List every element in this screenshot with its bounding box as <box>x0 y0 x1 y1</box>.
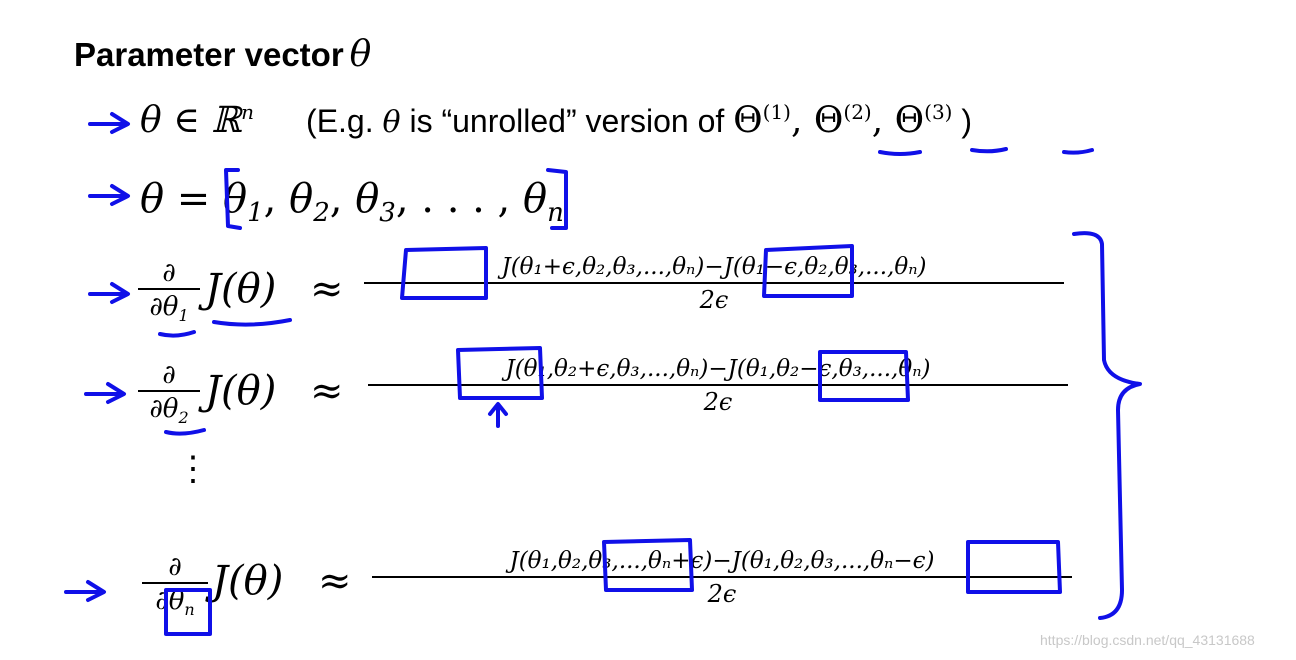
brace-mark <box>1072 231 1142 620</box>
arrow-icon <box>84 382 126 404</box>
rn-exponent: n <box>241 100 255 124</box>
theta-2: θ2 <box>289 176 330 228</box>
cost-function-1: J(θ) <box>205 266 277 312</box>
underline-mark <box>970 147 1008 154</box>
underline-mark <box>212 318 292 327</box>
underline-mark <box>1062 148 1094 155</box>
approx-n: ≈ <box>318 558 352 604</box>
numerator-n: J(θ₁,θ₂,θ₃,...,θₙ+ϵ)−J(θ₁,θ₂,θ₃,...,θₙ−ϵ… <box>509 548 935 574</box>
denominator-n: 2ϵ <box>707 580 737 608</box>
theta-3: θ3 <box>355 176 396 228</box>
approx-2: ≈ <box>310 368 344 414</box>
numerator-1: J(θ₁+ϵ,θ₂,θ₃,...,θₙ)−J(θ₁−ϵ,θ₂,θ₃,...,θₙ… <box>501 254 927 280</box>
underline-mark <box>878 150 922 156</box>
big-theta-2: Θ(2) <box>813 100 872 141</box>
title-text: Parameter vector <box>74 36 344 73</box>
partial-theta-n: ∂ ∂θn <box>142 552 208 627</box>
big-theta-1: Θ(1) <box>733 100 791 141</box>
numerator-2: J(θ₁,θ₂+ϵ,θ₃,...,θₙ)−J(θ₁,θ₂−ϵ,θ₃,...,θₙ… <box>505 356 931 382</box>
watermark: https://blog.csdn.net/qq_43131688 <box>1040 632 1255 648</box>
cost-function-n: J(θ) <box>212 558 284 604</box>
theta-equals: θ = <box>140 176 224 222</box>
theta-membership: θ ∈ ℝ <box>140 100 242 141</box>
title-theta-symbol: θ <box>349 34 372 75</box>
approx-1: ≈ <box>310 266 344 312</box>
denominator-1: 2ϵ <box>699 286 729 314</box>
vertical-ellipsis: ⋮ <box>176 449 210 489</box>
cost-function-2: J(θ) <box>205 368 277 414</box>
arrow-icon <box>88 282 130 304</box>
arrow-icon <box>88 112 130 134</box>
big-theta-3: Θ(3) <box>894 100 953 141</box>
partial-theta-1: ∂ ∂θ1 <box>138 258 200 333</box>
denominator-2: 2ϵ <box>703 388 733 416</box>
theta-n: θn <box>522 176 564 228</box>
theta-1: θ1 <box>223 176 264 228</box>
ellipsis: , . . . , <box>395 176 523 222</box>
finite-difference-n: J(θ₁,θ₂,θ₃,...,θₙ+ϵ)−J(θ₁,θ₂,θ₃,...,θₙ−ϵ… <box>372 546 1072 610</box>
theta-in-rn-line: θ ∈ ℝn (E.g. θ is “unrolled” version of Θ… <box>140 100 973 141</box>
arrow-icon <box>64 580 106 602</box>
arrow-icon <box>88 184 130 206</box>
partial-theta-2: ∂ ∂θ2 <box>138 360 200 435</box>
finite-difference-1: J(θ₁+ϵ,θ₂,θ₃,...,θₙ)−J(θ₁−ϵ,θ₂,θ₃,...,θₙ… <box>364 252 1064 316</box>
eg-note: (E.g. θ is “unrolled” version of <box>306 103 734 140</box>
theta-vector-line: θ = θ1, θ2, θ3, . . . , θn <box>140 176 564 228</box>
finite-difference-2: J(θ₁,θ₂+ϵ,θ₃,...,θₙ)−J(θ₁,θ₂−ϵ,θ₃,...,θₙ… <box>368 354 1068 418</box>
